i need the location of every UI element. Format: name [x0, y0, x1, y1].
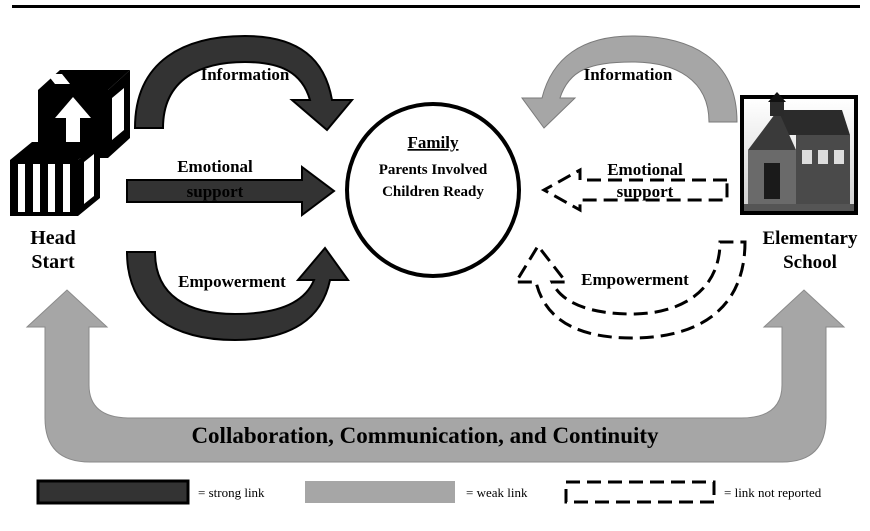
legend-not-reported-swatch: [564, 480, 716, 504]
headstart-emotional-arrow: [126, 165, 336, 217]
headstart-emotional-label-2: support: [187, 182, 244, 201]
school-information-arrow: [521, 35, 738, 129]
head-start-label-1: Head: [30, 227, 76, 249]
school-emotional-label-1: Emotional: [607, 160, 683, 179]
school-information-label: Information: [584, 65, 673, 84]
school-emotional-arrow: [540, 167, 729, 213]
legend-weak-label: = weak link: [466, 485, 528, 500]
family-line-1: Parents Involved: [379, 162, 488, 178]
school-emotional-label-2: support: [617, 182, 674, 201]
legend-not-reported-label: = link not reported: [724, 485, 822, 500]
elementary-school-label-1: Elementary: [763, 228, 858, 249]
headstart-information-label: Information: [201, 65, 290, 84]
top-rule: [12, 5, 860, 8]
legend-strong-label: = strong link: [198, 485, 265, 500]
family-circle: [345, 102, 521, 278]
head-start-label-2: Start: [31, 251, 75, 273]
family-title: Family: [408, 133, 459, 152]
headstart-empowerment-label: Empowerment: [178, 272, 286, 291]
elementary-school-label-2: School: [783, 252, 837, 273]
school-empowerment-arrow: [513, 240, 747, 340]
collaboration-label: Collaboration, Communication, and Contin…: [191, 423, 659, 448]
legend-weak-swatch: [305, 481, 455, 503]
school-empowerment-label: Empowerment: [581, 270, 689, 289]
collaboration-arrow: [25, 289, 846, 463]
schoolhouse-icon: [740, 92, 858, 215]
headstart-emotional-label-1: Emotional: [177, 157, 253, 176]
family-line-2: Children Ready: [382, 184, 484, 200]
blocks-icon: [10, 70, 130, 216]
legend-strong-swatch: [36, 479, 190, 505]
headstart-information-arrow: [133, 34, 355, 132]
legend: = strong link = weak link = link not rep…: [36, 479, 822, 505]
headstart-empowerment-arrow: [125, 246, 350, 342]
